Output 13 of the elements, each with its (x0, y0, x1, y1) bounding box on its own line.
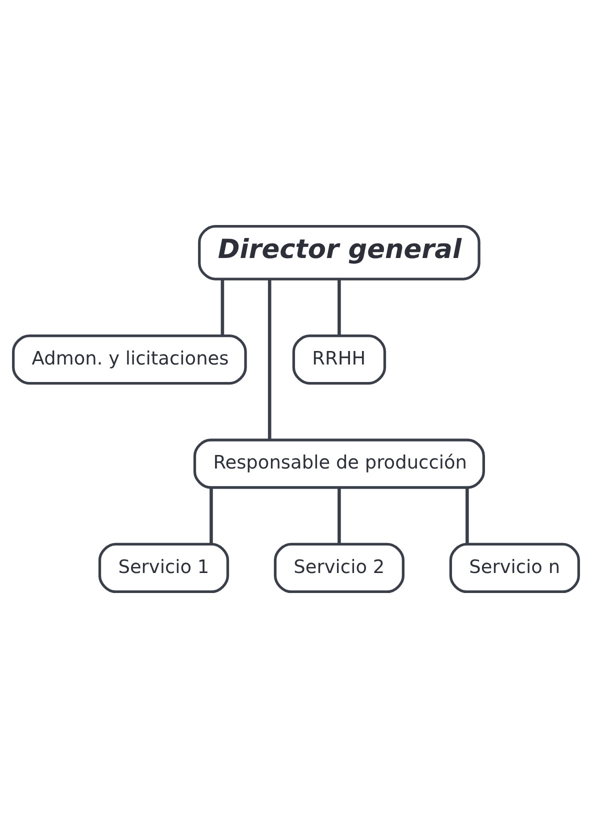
node-box: Servicio n (449, 542, 580, 594)
node-box: Admon. y licitaciones (12, 334, 247, 385)
node-box: RRHH (292, 334, 386, 385)
node-box: Servicio 1 (98, 542, 230, 594)
node-box: Responsable de producción (193, 438, 485, 489)
connector (220, 279, 224, 336)
node-box: Director general (198, 224, 480, 280)
connector (210, 488, 213, 544)
connector (466, 488, 469, 544)
connector (338, 488, 341, 544)
node-box: Servicio 2 (274, 542, 405, 594)
connector (268, 279, 272, 440)
connector (338, 279, 341, 336)
